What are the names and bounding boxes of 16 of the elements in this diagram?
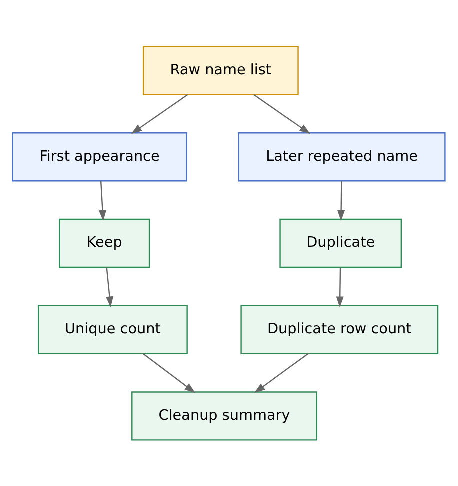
node-box: Duplicate [280, 218, 402, 268]
arrow [338, 180, 346, 221]
node-box: Later repeated name [238, 132, 446, 182]
node-box: Keep [58, 218, 150, 268]
arrow [254, 94, 310, 134]
arrow [131, 94, 188, 134]
node-box: First appearance [12, 132, 188, 182]
arrow [143, 353, 196, 393]
node-box: Unique count [38, 304, 188, 354]
node-box: Duplicate row count [240, 304, 439, 354]
node-box: Raw name list [142, 46, 299, 95]
node-box: Cleanup summary [132, 391, 318, 440]
arrow [254, 353, 309, 393]
arrow [336, 267, 344, 308]
arrow [106, 267, 114, 308]
arrow [98, 180, 106, 221]
